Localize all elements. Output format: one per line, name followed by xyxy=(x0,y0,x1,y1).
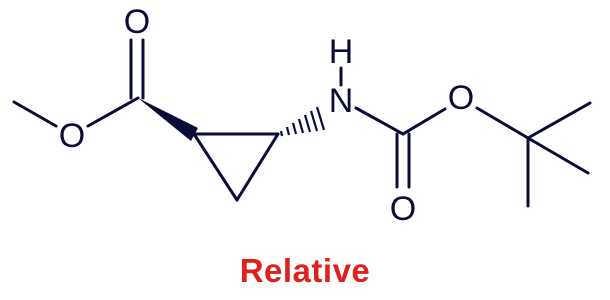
carbamate-carbonyl-oxygen-label: O xyxy=(390,190,416,228)
amine-hydrogen-label: H xyxy=(329,33,354,71)
bond-tbu-methyl-right xyxy=(526,136,590,175)
stereochemistry-caption: Relative xyxy=(239,252,371,289)
hash-bond-amine xyxy=(279,106,326,137)
bond-tbu-methyl-up xyxy=(526,101,592,140)
bond-carbamate-ether-oxygen xyxy=(401,107,447,136)
bond-nitrogen-carbamate-carbon xyxy=(354,106,405,136)
bond-oxygen-carbonyl-carbon xyxy=(86,96,140,128)
ester-oxygen-label: O xyxy=(59,117,85,155)
bond-ring-left xyxy=(192,132,239,202)
bond-ring-right xyxy=(235,132,280,202)
ester-carbonyl-oxygen-label: O xyxy=(124,3,150,41)
amine-nitrogen-label: N xyxy=(329,82,354,120)
wedge-bond-ester xyxy=(138,98,198,141)
bond-methyl-oxygen xyxy=(12,100,58,128)
bond-oxygen-tert-butyl xyxy=(475,106,530,140)
carbamate-ether-oxygen-label: O xyxy=(448,79,474,117)
